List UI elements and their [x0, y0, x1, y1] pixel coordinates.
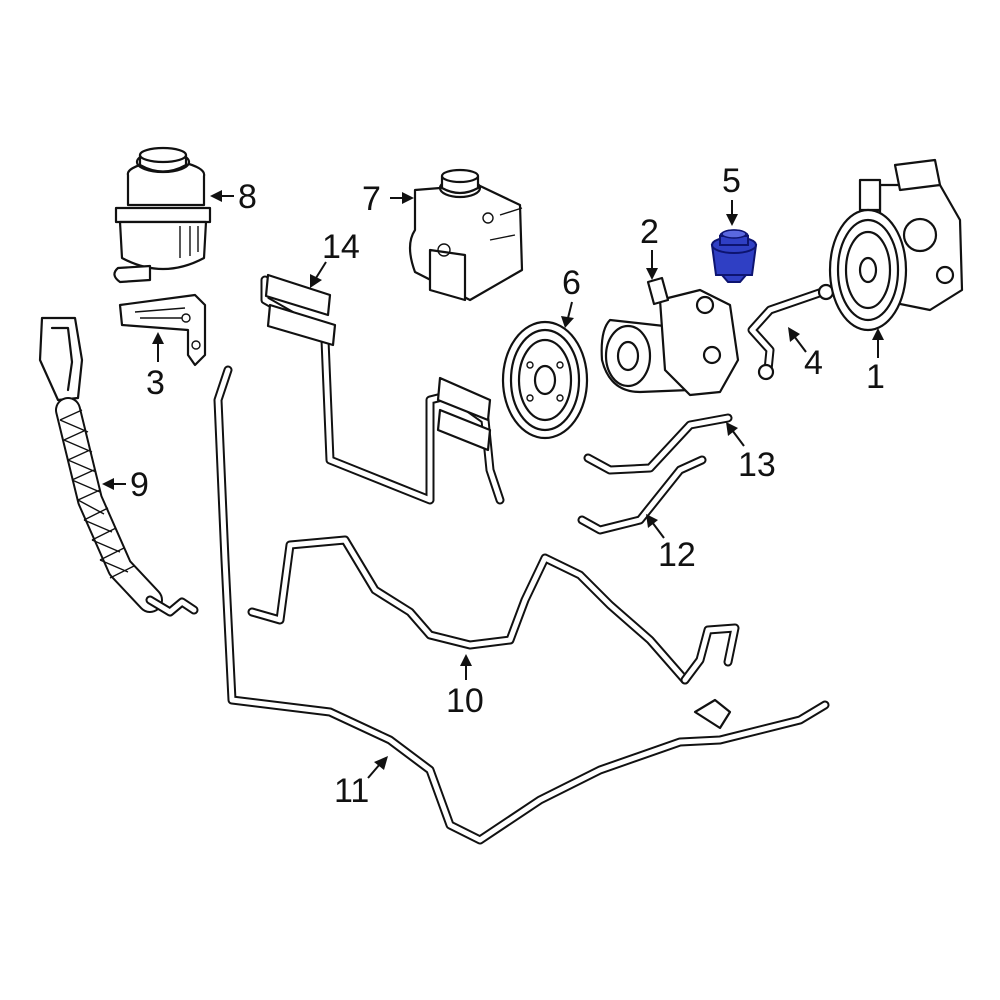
part-12-hose[interactable]: [577, 455, 707, 535]
part-7-reservoir-bracket[interactable]: [408, 168, 524, 302]
svg-text:11: 11: [334, 772, 369, 810]
callout-12: 12: [646, 514, 696, 574]
part-4-pipe[interactable]: [747, 283, 835, 381]
part-13-hose[interactable]: [583, 413, 733, 475]
callout-1: 1: [866, 328, 885, 396]
callout-14: 14: [310, 228, 360, 288]
callout-11: 11: [334, 756, 388, 810]
svg-text:4: 4: [804, 344, 823, 382]
svg-text:8: 8: [238, 178, 257, 216]
callout-4: 4: [788, 327, 823, 382]
callout-5: 5: [722, 162, 741, 226]
callout-3: 3: [146, 332, 165, 402]
callout-7: 7: [362, 180, 414, 218]
callout-9: 9: [102, 466, 149, 504]
svg-text:14: 14: [322, 228, 360, 266]
part-2-pump[interactable]: [600, 276, 740, 397]
svg-text:9: 9: [130, 466, 149, 504]
svg-text:6: 6: [562, 264, 581, 302]
part-3-bracket[interactable]: [118, 293, 207, 367]
svg-text:13: 13: [738, 446, 776, 484]
part-8-reservoir[interactable]: [113, 146, 212, 284]
svg-text:1: 1: [866, 358, 885, 396]
part-9-braided-hose[interactable]: [38, 316, 199, 617]
callout-10: 10: [446, 654, 484, 720]
svg-text:2: 2: [640, 213, 659, 251]
svg-text:3: 3: [146, 364, 165, 402]
svg-text:7: 7: [362, 180, 381, 218]
part-11-return-line[interactable]: [213, 365, 830, 845]
part-6-pulley[interactable]: [501, 320, 589, 440]
part-5-filter[interactable]: [710, 229, 758, 283]
callout-8: 8: [210, 178, 257, 216]
svg-text:5: 5: [722, 162, 741, 200]
part-1-pump-assembly[interactable]: [828, 158, 964, 332]
callout-2: 2: [640, 213, 659, 280]
svg-text:10: 10: [446, 682, 484, 720]
part-10-pressure-line[interactable]: [247, 535, 740, 685]
svg-text:12: 12: [658, 536, 696, 574]
callout-13: 13: [726, 422, 776, 484]
part-14-cooler-lines[interactable]: [260, 273, 505, 505]
callout-6: 6: [561, 264, 581, 328]
